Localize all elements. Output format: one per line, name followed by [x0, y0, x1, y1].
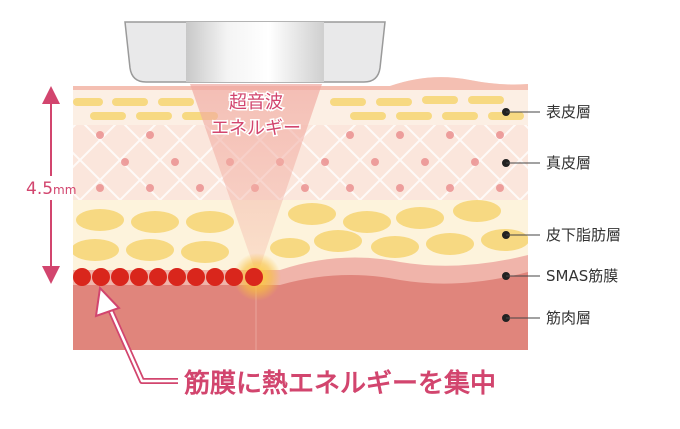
label-muscle: 筋肉層 [502, 309, 591, 327]
muscle-layer [73, 272, 528, 350]
label-smas: SMAS筋膜 [502, 267, 618, 285]
transducer-head [186, 22, 324, 82]
fat-cells [73, 200, 528, 263]
svg-text:表皮層: 表皮層 [546, 103, 591, 121]
ultrasound-device [124, 21, 386, 83]
caption: 筋膜に熱エネルギーを集中 [184, 368, 496, 399]
svg-text:筋肉層: 筋肉層 [546, 309, 591, 327]
label-fat: 皮下脂肪層 [502, 226, 621, 244]
ultrasound-beam [190, 84, 322, 276]
caption-pointer-arrow [94, 285, 178, 384]
label-dermis: 真皮層 [502, 154, 591, 172]
epidermis-cells [73, 96, 524, 120]
depth-label: 4.5mm [26, 179, 76, 199]
svg-text:真皮層: 真皮層 [546, 154, 591, 172]
label-epidermis: 表皮層 [502, 103, 591, 121]
depth-arrow [42, 86, 60, 284]
beam-label-line2: エネルギー [211, 118, 301, 139]
heat-points [73, 268, 263, 286]
beam-label-line1: 超音波 [229, 92, 283, 113]
layer-labels: 表皮層 真皮層 皮下脂肪層 SMAS筋膜 筋肉層 [502, 103, 621, 327]
svg-text:SMAS筋膜: SMAS筋膜 [546, 267, 618, 285]
svg-text:皮下脂肪層: 皮下脂肪層 [546, 226, 621, 244]
